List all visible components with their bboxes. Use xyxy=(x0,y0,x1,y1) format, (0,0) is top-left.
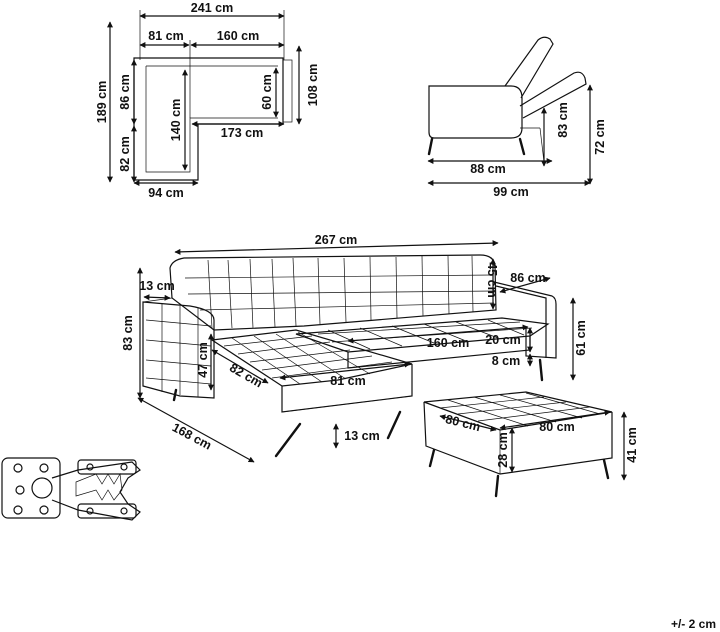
label-160-main: 160 cm xyxy=(427,336,469,350)
screw-icon xyxy=(13,505,23,515)
sofa-perspective-view: 267 cm 13 cm 45 cm 86 cm 83 cm 47 cm 82 … xyxy=(121,233,588,463)
side-view: 83 cm 72 cm 88 cm 99 cm xyxy=(427,36,607,199)
backrest-tufting xyxy=(184,255,495,329)
right-armrest-inner xyxy=(495,285,547,358)
dim-line-160-main xyxy=(347,324,529,344)
label-83-side: 83 cm xyxy=(556,102,570,137)
chaise-base-bottom xyxy=(281,395,413,413)
label-94: 94 cm xyxy=(148,186,183,200)
label-13-arm: 13 cm xyxy=(139,279,174,293)
sofa-leg xyxy=(172,388,178,402)
label-47: 47 cm xyxy=(196,342,210,377)
screw-icon xyxy=(39,463,49,473)
main-seat-cushion xyxy=(295,317,550,353)
bracket-plate xyxy=(1,457,61,519)
label-8: 8 cm xyxy=(492,354,521,368)
dim-line-80-width xyxy=(499,409,611,431)
side-view-leg xyxy=(427,137,434,156)
ottoman-leg xyxy=(494,474,500,498)
label-81-top: 81 cm xyxy=(148,29,183,43)
label-86-main: 86 cm xyxy=(510,271,545,285)
backrest-split xyxy=(292,257,297,327)
dim-line-81-main xyxy=(279,361,411,381)
label-45: 45 cm xyxy=(485,262,499,297)
top-view-armrest xyxy=(282,59,293,123)
bracket-hinge xyxy=(31,477,53,499)
label-60: 60 cm xyxy=(260,74,274,109)
bracket-clip-top xyxy=(77,459,137,475)
screw-icon xyxy=(15,485,25,495)
sofa-leg xyxy=(274,422,302,458)
label-13-leg: 13 cm xyxy=(344,429,379,443)
side-view-seat xyxy=(428,85,523,139)
label-72: 72 cm xyxy=(593,119,607,154)
sofa-leg xyxy=(386,410,402,440)
screw-icon xyxy=(39,505,49,515)
left-armrest-top xyxy=(142,297,173,303)
label-20: 20 cm xyxy=(485,333,520,347)
side-view-back-reclined xyxy=(519,71,587,119)
side-view-back-upright xyxy=(504,36,554,99)
label-80-depth: 80 cm xyxy=(444,412,482,434)
top-view: 241 cm 81 cm 160 cm 189 cm 86 cm 82 cm 1… xyxy=(95,1,320,200)
label-173: 173 cm xyxy=(221,126,263,140)
screw-icon xyxy=(13,463,23,473)
ottoman-leg xyxy=(602,458,610,480)
screw-icon xyxy=(86,463,94,471)
screw-icon xyxy=(120,463,128,471)
label-168: 168 cm xyxy=(170,420,214,452)
label-140: 140 cm xyxy=(169,99,183,141)
label-82-top: 82 cm xyxy=(118,136,132,171)
right-armrest xyxy=(493,281,557,359)
label-83-main: 83 cm xyxy=(121,315,135,350)
label-241: 241 cm xyxy=(191,1,233,15)
label-108: 108 cm xyxy=(306,64,320,106)
label-160-top: 160 cm xyxy=(217,29,259,43)
dim-line-13-arm xyxy=(143,294,171,301)
label-82-main: 82 cm xyxy=(227,361,265,391)
label-81-main: 81 cm xyxy=(330,374,365,388)
ottoman-view: 80 cm 80 cm 28 cm 41 cm xyxy=(423,391,639,498)
ottoman-leg xyxy=(428,448,436,468)
label-88: 88 cm xyxy=(470,162,505,176)
label-61: 61 cm xyxy=(574,320,588,355)
left-armrest xyxy=(142,301,215,399)
connector-bracket-icon xyxy=(1,457,141,521)
label-41: 41 cm xyxy=(625,427,639,462)
label-189: 189 cm xyxy=(95,81,109,123)
screw-icon xyxy=(86,507,94,515)
label-267: 267 cm xyxy=(315,233,357,247)
dim-line-82-main xyxy=(211,349,269,384)
tolerance-note: +/- 2 cm xyxy=(671,617,716,631)
bracket-clip-bottom xyxy=(77,503,137,519)
screw-icon xyxy=(120,507,128,515)
label-28: 28 cm xyxy=(496,432,510,467)
label-99: 99 cm xyxy=(493,185,528,199)
dim-line-267 xyxy=(174,240,499,255)
dim-line-80-depth xyxy=(439,414,497,432)
dim-line-86-main xyxy=(499,276,551,294)
side-view-leg xyxy=(518,137,526,156)
top-view-seat-outline xyxy=(145,65,278,173)
label-86-top: 86 cm xyxy=(118,74,132,109)
dim-line-168 xyxy=(137,397,255,463)
left-armrest-tufting xyxy=(145,304,212,397)
sofa-leg xyxy=(538,358,544,382)
bracket-teeth xyxy=(75,472,123,501)
label-80-width: 80 cm xyxy=(539,420,574,434)
